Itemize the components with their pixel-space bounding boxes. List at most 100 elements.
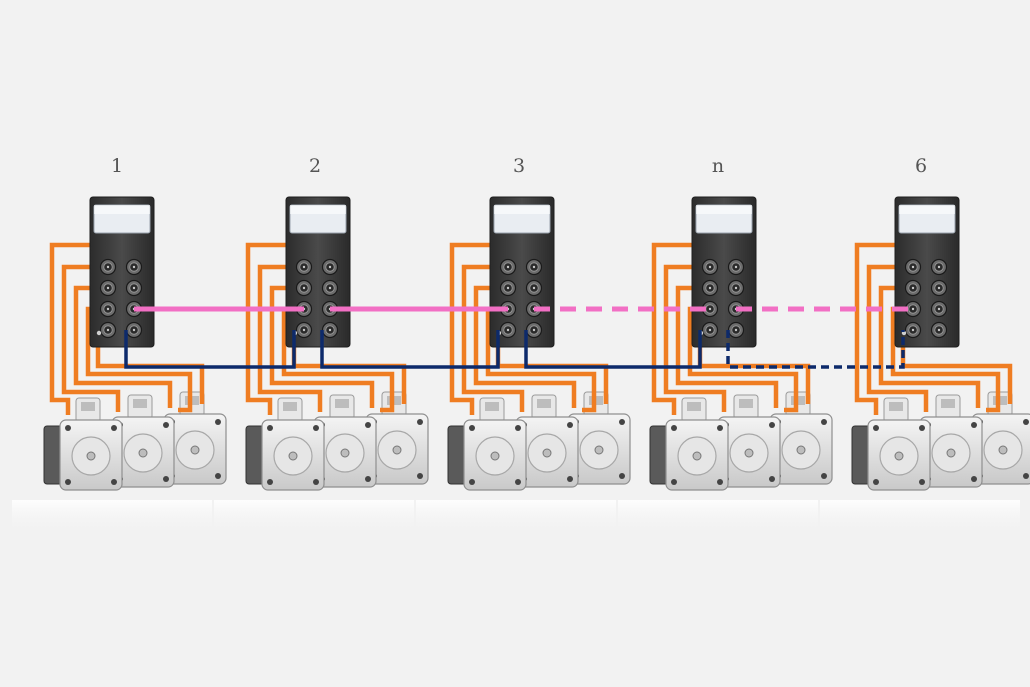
orange-cable-3 [269,285,375,408]
m12-port-icon [125,321,143,339]
m12-port-icon [904,279,922,297]
port-pin [106,265,110,269]
blue-bus-path [124,330,296,369]
flange-bolt-hole [717,479,723,485]
port-pin [106,307,110,311]
m12-port-icon [125,279,143,297]
port-pin [302,286,306,290]
flange-bolt-hole [919,479,925,485]
m12-port-icon [295,279,313,297]
flange-bolt-hole [873,425,879,431]
m12-port-icon [904,258,922,276]
floor-reflection-5 [820,500,1020,534]
orange-cable-2 [866,264,929,412]
connector-plug [941,399,955,408]
flange-bolt-hole [65,425,71,431]
m12-port-icon [727,321,745,339]
flange-bolt-hole [417,473,423,479]
connector-plug [81,402,95,411]
m12-port-icon [904,321,922,339]
port-pin [302,328,306,332]
connector-plug [485,402,499,411]
motor-shaft [796,445,806,455]
port-pin [302,265,306,269]
flange-bolt-hole [215,473,221,479]
orange-cable-2 [461,264,525,412]
motor-shaft [692,451,702,461]
port-pin [911,286,915,290]
orange-cable-3 [675,285,779,408]
m12-port-icon [99,300,117,318]
m12-port-icon [99,321,117,339]
m12-port-icon [930,258,948,276]
motor-shaft [86,451,96,461]
display-glare [94,205,150,214]
flange-bolt-hole [717,425,723,431]
motor-shaft [288,451,298,461]
m12-port-icon [701,300,719,318]
motor-groups [43,391,1030,491]
port-pin [708,265,712,269]
blue-bus-segment-2 [320,330,500,369]
port-pin [506,328,510,332]
port-pin [328,286,332,290]
m12-port-icon [701,258,719,276]
blue-bus-segment-4 [726,330,905,369]
floor-reflection-3 [416,500,616,534]
port-pin [708,328,712,332]
flange-bolt-hole [971,476,977,482]
orange-cable-2 [257,264,323,412]
flange-bolt-hole [469,479,475,485]
connector-plug [133,399,147,408]
display-glare [899,205,955,214]
motor-shaft [490,451,500,461]
node-label-4: n [712,155,724,177]
m12-port-icon [99,279,117,297]
flange-bolt-hole [619,419,625,425]
display-glare [494,205,550,214]
node-label-2: 2 [309,155,321,177]
m12-port-icon [295,321,313,339]
floor-reflection-4 [618,500,818,534]
m12-port-icon [321,321,339,339]
motor-shaft [138,448,148,458]
port-pin [734,286,738,290]
m12-port-icon [499,321,517,339]
m12-port-icon [727,279,745,297]
orange-cable-2 [663,264,727,412]
floor-reflection [12,500,1020,534]
flange-bolt-hole [671,479,677,485]
port-pin [937,307,941,311]
motor-group-3 [447,391,631,491]
io-modules [89,196,960,348]
port-pin [734,328,738,332]
port-pin [911,265,915,269]
bus-links [124,306,913,369]
blue-bus-path [320,330,500,369]
port-pin [532,328,536,332]
flange-bolt-hole [619,473,625,479]
port-pin [937,286,941,290]
flange-bolt-hole [267,479,273,485]
port-pin [532,265,536,269]
motor-shaft [392,445,402,455]
flange-bolt-hole [1023,419,1029,425]
port-pin [328,265,332,269]
m12-port-icon [930,321,948,339]
motor-group-2 [245,391,429,491]
stepper-motor-1 [851,397,931,491]
port-pin [937,328,941,332]
display-glare [290,205,346,214]
flange-bolt-hole [1023,473,1029,479]
orange-cable-2 [61,264,121,412]
motor-shaft [190,445,200,455]
blue-bus-path [726,330,905,369]
port-pin [132,265,136,269]
blue-bus-segment-1 [124,330,296,369]
stepper-motor-1 [447,397,527,491]
flange-bolt-hole [821,419,827,425]
connector-plug [335,399,349,408]
io-module-2 [285,196,351,348]
m12-port-icon [321,258,339,276]
